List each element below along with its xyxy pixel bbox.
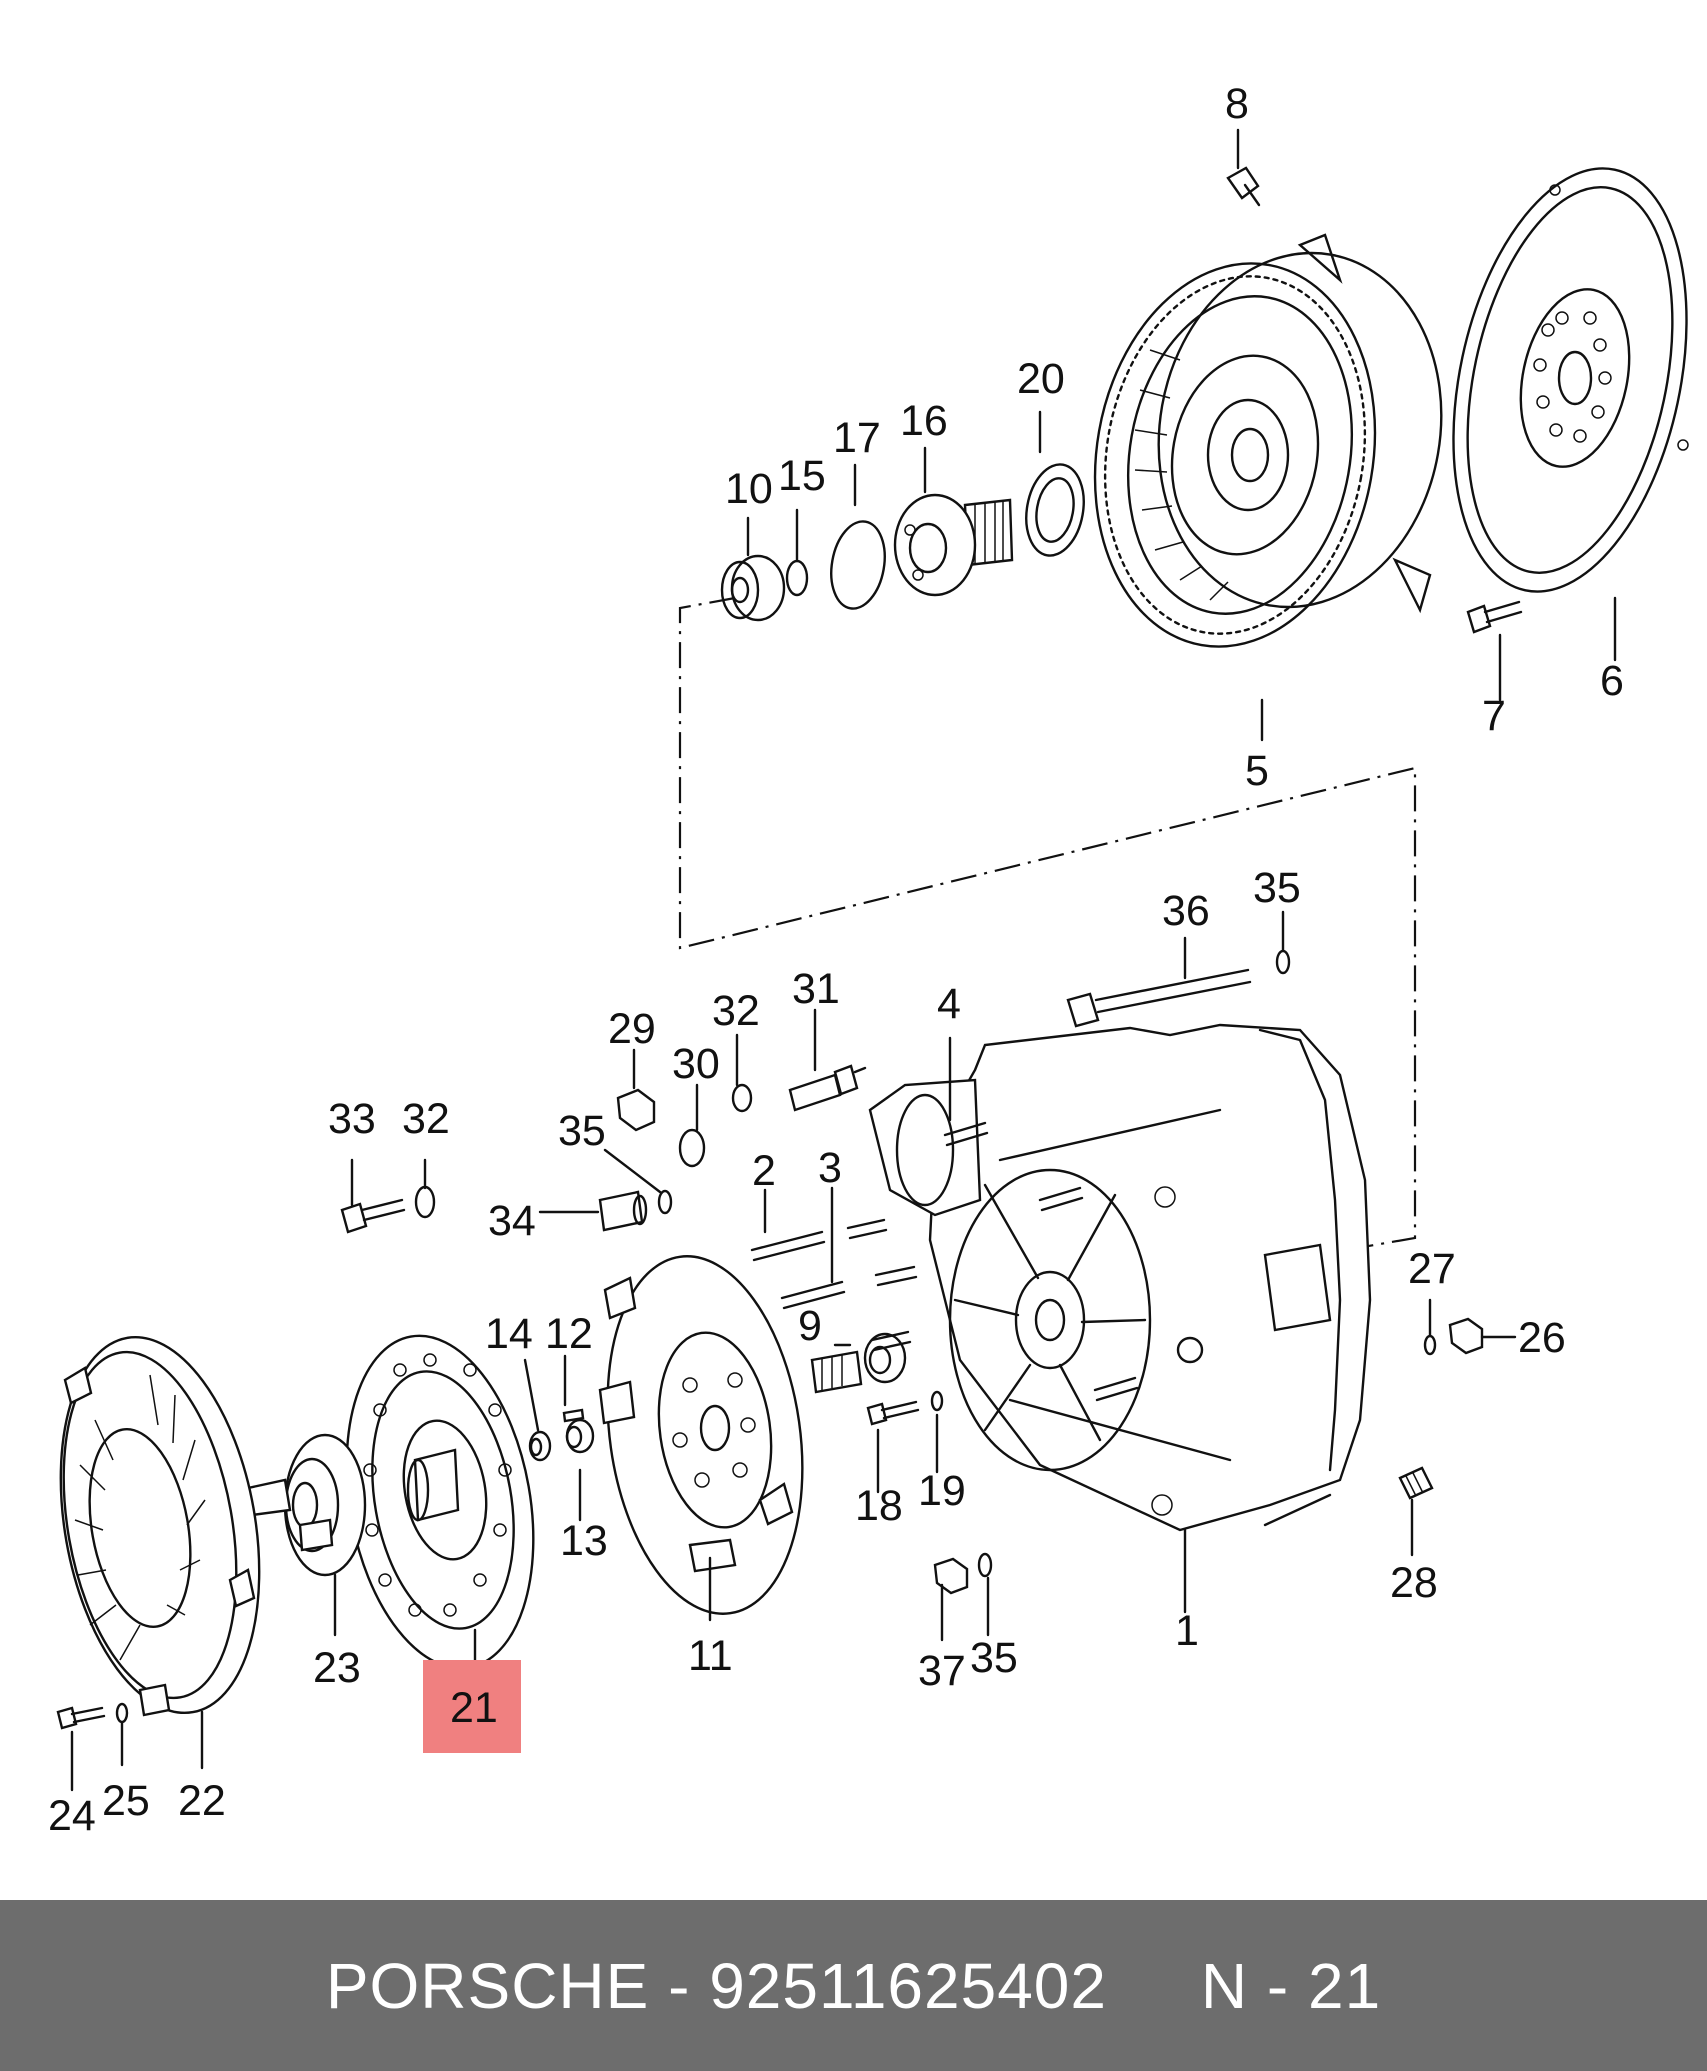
label-18: 18 (855, 1482, 903, 1530)
part-25-washer[interactable] (115, 1702, 129, 1724)
label-34: 34 (488, 1197, 536, 1245)
part-30-washer[interactable] (678, 1128, 706, 1168)
part-14-bushing[interactable] (528, 1430, 552, 1462)
part-24-bolt[interactable] (56, 1706, 106, 1730)
part-7-bolt[interactable] (1466, 600, 1523, 634)
part-29-nut[interactable] (616, 1088, 656, 1132)
label-35-left: 35 (558, 1107, 606, 1155)
part-28-plug[interactable] (1398, 1466, 1434, 1500)
part-37-nut[interactable] (933, 1557, 969, 1595)
exploded-parts-diagram: 8 6 7 5 20 16 17 15 10 36 35 4 31 32 29 … (33, 80, 1707, 1840)
part-8-screw[interactable] (1226, 166, 1261, 207)
part-2-stud[interactable] (750, 1230, 826, 1262)
part-12-pin[interactable] (562, 1408, 585, 1423)
label-10: 10 (725, 465, 773, 513)
part-15-circlip[interactable] (785, 559, 809, 597)
highlight-box-part-21 (423, 1660, 521, 1753)
assembly-outline (678, 596, 1417, 1252)
part-3-stud[interactable] (780, 1218, 918, 1352)
label-8: 8 (1225, 80, 1249, 128)
part-27-washer[interactable] (1423, 1334, 1437, 1356)
part-1-transmission-housing[interactable] (868, 1023, 1372, 1532)
label-13: 13 (560, 1517, 608, 1565)
label-17: 17 (833, 414, 881, 462)
part-31-sensor[interactable] (788, 1064, 867, 1112)
label-26: 26 (1518, 1314, 1566, 1362)
label-15: 15 (778, 452, 826, 500)
part-20-seal[interactable] (1019, 460, 1090, 560)
part-19-washer[interactable] (930, 1390, 944, 1412)
label-19: 19 (918, 1467, 966, 1515)
label-20: 20 (1017, 355, 1065, 403)
label-36: 36 (1162, 887, 1210, 935)
part-32-washer-b[interactable] (414, 1185, 436, 1219)
label-14: 14 (485, 1310, 533, 1358)
label-1: 1 (1175, 1607, 1199, 1655)
label-27: 27 (1408, 1245, 1456, 1293)
label-25: 25 (102, 1777, 150, 1825)
leader-lines (70, 128, 1617, 1792)
part-18-bolt[interactable] (866, 1400, 920, 1426)
label-6: 6 (1600, 657, 1624, 705)
part-22-pressure-plate[interactable] (33, 1321, 286, 1728)
part-17-o-ring[interactable] (825, 517, 891, 613)
label-35-top: 35 (1253, 864, 1301, 912)
part-35-washer-b[interactable] (1275, 949, 1291, 975)
label-28: 28 (1390, 1559, 1438, 1607)
label-16: 16 (900, 397, 948, 445)
label-9: 9 (798, 1302, 822, 1350)
label-23: 23 (313, 1644, 361, 1692)
label-3: 3 (818, 1144, 842, 1192)
label-7: 7 (1482, 692, 1506, 740)
part-33-bolt[interactable] (340, 1198, 406, 1234)
label-29: 29 (608, 1005, 656, 1053)
label-22: 22 (178, 1777, 226, 1825)
part-26-nut[interactable] (1448, 1317, 1484, 1355)
part-34-bushing[interactable] (598, 1190, 648, 1232)
label-4: 4 (937, 980, 961, 1028)
part-4-stud[interactable] (943, 1121, 1139, 1402)
part-13-bushing[interactable] (565, 1418, 595, 1454)
label-11: 11 (688, 1632, 733, 1680)
part-6-drive-plate[interactable] (1418, 147, 1707, 613)
label-35-bottom: 35 (970, 1634, 1018, 1682)
label-5: 5 (1245, 747, 1269, 795)
part-21-clutch-disc[interactable] (322, 1321, 558, 1683)
label-32-left: 32 (402, 1095, 450, 1143)
label-32-top: 32 (712, 987, 760, 1035)
part-labels: 8 6 7 5 20 16 17 15 10 36 35 4 31 32 29 … (48, 80, 1624, 1840)
label-33: 33 (328, 1095, 376, 1143)
part-16-hub[interactable] (893, 493, 1014, 597)
part-36-long-bolt[interactable] (1066, 968, 1252, 1028)
footer-bar: PORSCHE - 92511625402 N - 21 (0, 1900, 1707, 2071)
label-21: 21 (450, 1684, 498, 1732)
part-9-seal[interactable] (863, 1332, 907, 1384)
label-2: 2 (752, 1147, 776, 1195)
part-35-washer-a[interactable] (657, 1189, 673, 1215)
footer-part-reference: PORSCHE - 92511625402 N - 21 (325, 1949, 1382, 2022)
part-5-torque-converter[interactable] (1066, 230, 1469, 669)
label-24: 24 (48, 1792, 96, 1840)
label-12: 12 (545, 1310, 593, 1358)
part-10-bearing[interactable] (720, 554, 786, 622)
label-30: 30 (672, 1040, 720, 1088)
part-23-release-bearing[interactable] (246, 1433, 367, 1577)
label-31: 31 (792, 965, 840, 1013)
part-35-washer-c[interactable] (977, 1552, 993, 1578)
label-37: 37 (918, 1647, 966, 1695)
part-32-washer-a[interactable] (731, 1083, 753, 1113)
part-11-release-plate[interactable] (586, 1244, 863, 1627)
